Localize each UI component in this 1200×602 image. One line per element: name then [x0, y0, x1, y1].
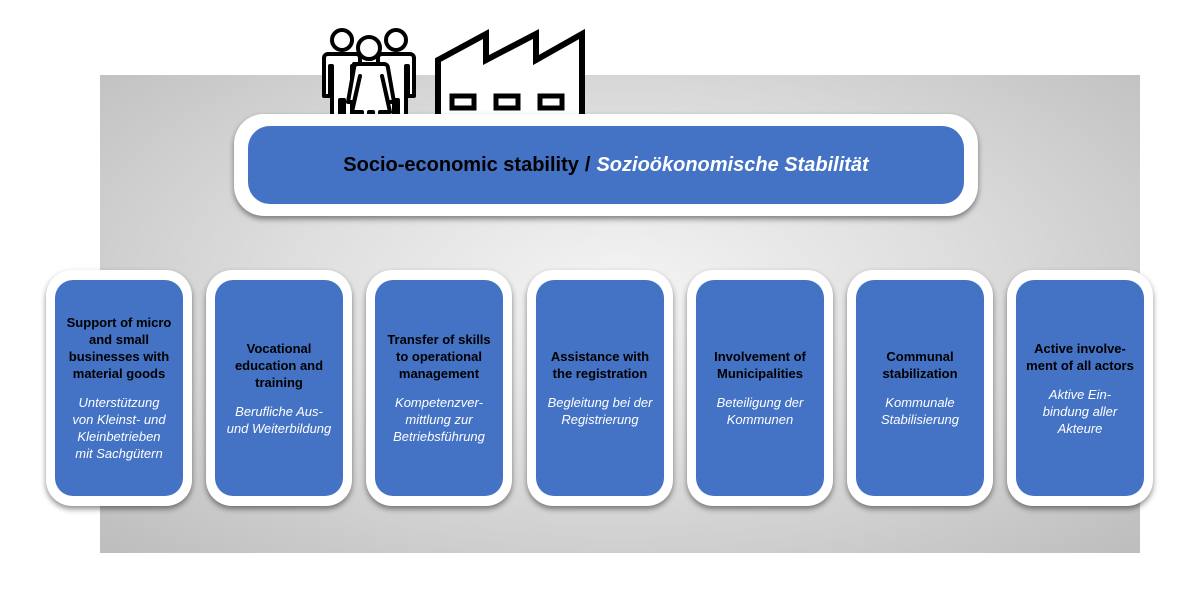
title-english: Socio-economic stability	[343, 153, 579, 176]
card-support-businesses: Support of micro and small businesses wi…	[46, 270, 192, 506]
card-communal-stabilization: Communal stabilization Kommunale Stabili…	[847, 270, 993, 506]
card-english-label: Vocational education and training	[234, 340, 324, 390]
card-actor-involvement: Active involve- ment of all actors Aktiv…	[1007, 270, 1153, 506]
card-german-label: Berufliche Aus- und Weiterbildung	[226, 403, 332, 436]
factory-icon	[435, 28, 585, 135]
title-frame: Socio-economic stability / Sozioökonomis…	[234, 114, 978, 216]
card-body: Communal stabilization Kommunale Stabili…	[856, 280, 984, 496]
title-separator: /	[584, 153, 591, 176]
card-english-label: Communal stabilization	[882, 349, 958, 381]
card-registration-assistance: Assistance with the registration Begleit…	[527, 270, 673, 506]
card-english-label: Transfer of skills to operational manage…	[387, 332, 491, 381]
card-municipalities: Involvement of Municipalities Beteiligun…	[687, 270, 833, 506]
card-skills-transfer: Transfer of skills to operational manage…	[366, 270, 512, 506]
card-german-label: Aktive Ein- bindung aller Akteure	[1042, 386, 1118, 436]
card-english-label: Active involve- ment of all actors	[1026, 340, 1134, 373]
card-body: Transfer of skills to operational manage…	[375, 280, 503, 496]
card-body: Involvement of Municipalities Beteiligun…	[696, 280, 824, 496]
card-body: Assistance with the registration Begleit…	[536, 280, 664, 496]
card-body: Vocational education and training Berufl…	[215, 280, 343, 496]
card-german-label: Begleitung bei der Registrierung	[547, 395, 653, 427]
card-vocational-training: Vocational education and training Berufl…	[206, 270, 352, 506]
card-body: Support of micro and small businesses wi…	[55, 280, 183, 496]
card-german-label: Kommunale Stabilisierung	[880, 395, 960, 427]
title-german: Sozioökonomische Stabilität	[596, 153, 869, 176]
card-english-label: Support of micro and small businesses wi…	[66, 315, 172, 381]
card-german-label: Unterstützung von Kleinst- und Kleinbetr…	[72, 395, 166, 461]
card-english-label: Involvement of Municipalities	[714, 349, 806, 381]
card-german-label: Beteiligung der Kommunen	[716, 395, 804, 427]
card-english-label: Assistance with the registration	[550, 349, 650, 381]
card-body: Active involve- ment of all actors Aktiv…	[1016, 280, 1144, 496]
card-german-label: Kompetenzver- mittlung zur Betriebsführu…	[393, 395, 485, 444]
title-box: Socio-economic stability / Sozioökonomis…	[248, 126, 964, 204]
